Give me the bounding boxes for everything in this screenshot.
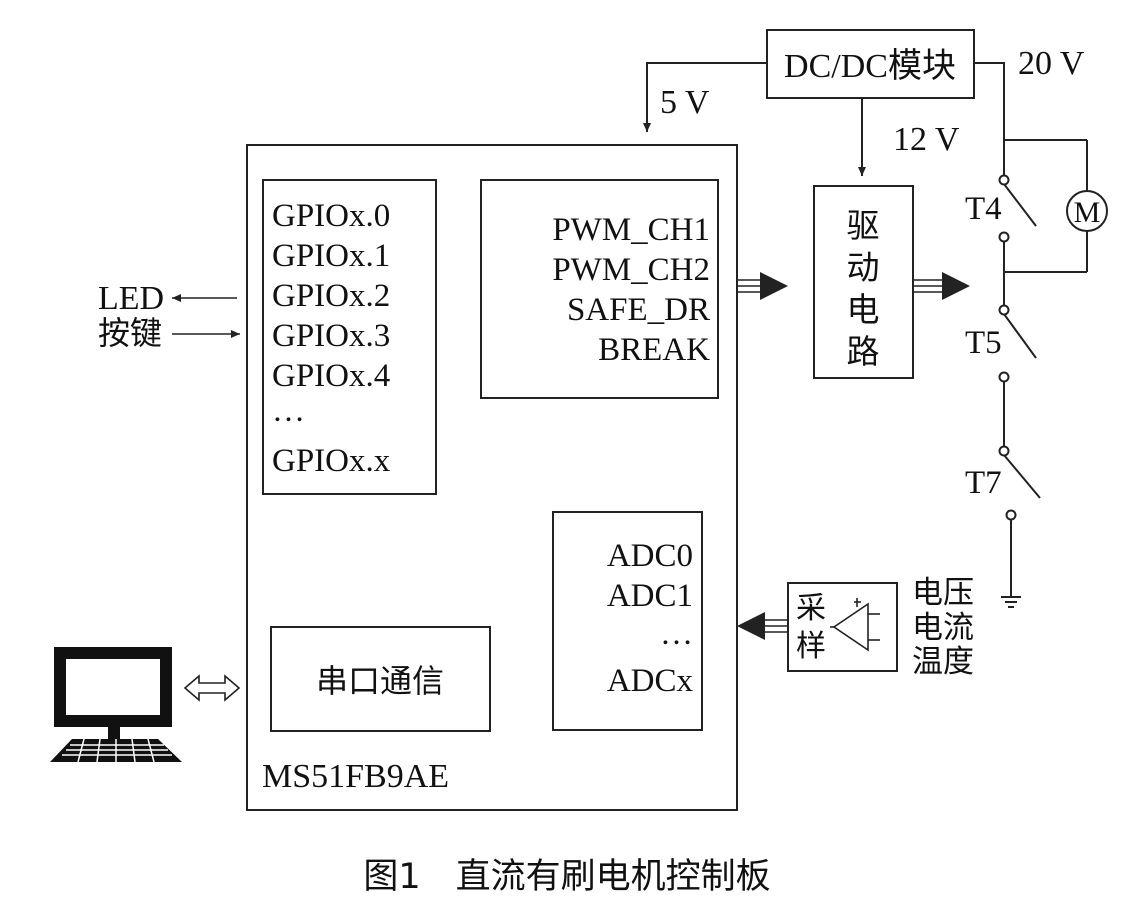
adc-block: ADC0 ADC1 … ADCx — [552, 511, 703, 731]
gpio-line: GPIOx.1 — [272, 238, 390, 274]
driver-char: 路 — [847, 332, 880, 371]
pwm-line: PWM_CH1 — [552, 212, 710, 248]
gpio-line: GPIOx.2 — [272, 278, 390, 314]
terminal-node — [998, 174, 1010, 186]
gpio-line: GPIOx.4 — [272, 358, 390, 394]
terminal-node — [998, 371, 1010, 383]
supply-20v-line — [974, 62, 1005, 180]
adc-bus-arrow — [737, 612, 788, 640]
adc-ellipsis: … — [660, 616, 693, 652]
driver-char: 动 — [847, 248, 880, 287]
drive-bus-arrow — [913, 272, 970, 300]
terminal-node — [998, 231, 1010, 243]
adc-line: ADCx — [607, 663, 694, 699]
signal-label: 电压 — [912, 575, 974, 611]
mcu-chip — [246, 144, 738, 811]
pwm-block: PWM_CH1 PWM_CH2 SAFE_DR BREAK — [480, 179, 719, 399]
driver-char: 驱 — [847, 206, 880, 245]
gpio-block: GPIOx.0 GPIOx.1 GPIOx.2 GPIOx.3 GPIOx.4 … — [262, 179, 437, 495]
driver-circuit: 驱 动 电 路 — [813, 185, 914, 379]
computer-icon — [50, 647, 182, 763]
uart-label: 串口通信 — [316, 662, 444, 700]
adc-line: ADC0 — [607, 538, 693, 574]
sampling-block: 采 样 — [787, 582, 898, 672]
figure-caption: 图1 直流有刷电机控制板 — [363, 857, 770, 897]
gpio-line: GPIOx.0 — [272, 198, 390, 234]
switch-t5 — [1003, 313, 1037, 359]
mcu-voltage-label: 5 V — [660, 84, 710, 121]
dcdc-module: DC/DC模块 — [766, 29, 975, 99]
uart-block: 串口通信 — [270, 626, 491, 732]
driver-char: 电 — [847, 290, 880, 329]
gpio-line: GPIOx.x — [272, 443, 391, 479]
adc-line: ADC1 — [607, 578, 693, 614]
switch-t7-label: T7 — [965, 465, 1002, 501]
input-voltage-label: 20 V — [1018, 45, 1085, 82]
amplifier-icon — [832, 602, 869, 652]
signal-label: 温度 — [912, 644, 974, 680]
pwm-line: PWM_CH2 — [552, 252, 710, 288]
uart-double-arrow — [183, 674, 241, 702]
supply-5v-line — [643, 62, 767, 132]
key-label: 按键 — [98, 314, 162, 352]
dcdc-label: DC/DC模块 — [784, 47, 956, 85]
pwm-bus-arrow — [737, 272, 788, 300]
led-label: LED — [98, 280, 164, 317]
gpio-line: GPIOx.3 — [272, 318, 390, 354]
terminal-node — [998, 445, 1010, 457]
terminal-node — [1005, 509, 1017, 521]
pwm-line: SAFE_DR — [567, 292, 710, 328]
motor-label: M — [1074, 196, 1101, 229]
pwm-line: BREAK — [598, 332, 710, 368]
power-stage: T4 M T5 T7 — [965, 139, 1108, 608]
gpio-ellipsis: … — [272, 393, 305, 429]
sampling-char: 采 — [796, 591, 826, 626]
switch-t7 — [1003, 454, 1041, 499]
sampling-char: 样 — [796, 629, 826, 664]
switch-t4-label: T4 — [965, 191, 1002, 227]
signal-label: 电流 — [912, 610, 974, 646]
ground-symbol — [1001, 596, 1021, 608]
mcu-name: MS51FB9AE — [262, 758, 449, 795]
terminal-node — [998, 304, 1010, 316]
switch-t4 — [1003, 183, 1037, 227]
switch-t5-label: T5 — [965, 325, 1002, 361]
driver-voltage-label: 12 V — [893, 121, 960, 158]
